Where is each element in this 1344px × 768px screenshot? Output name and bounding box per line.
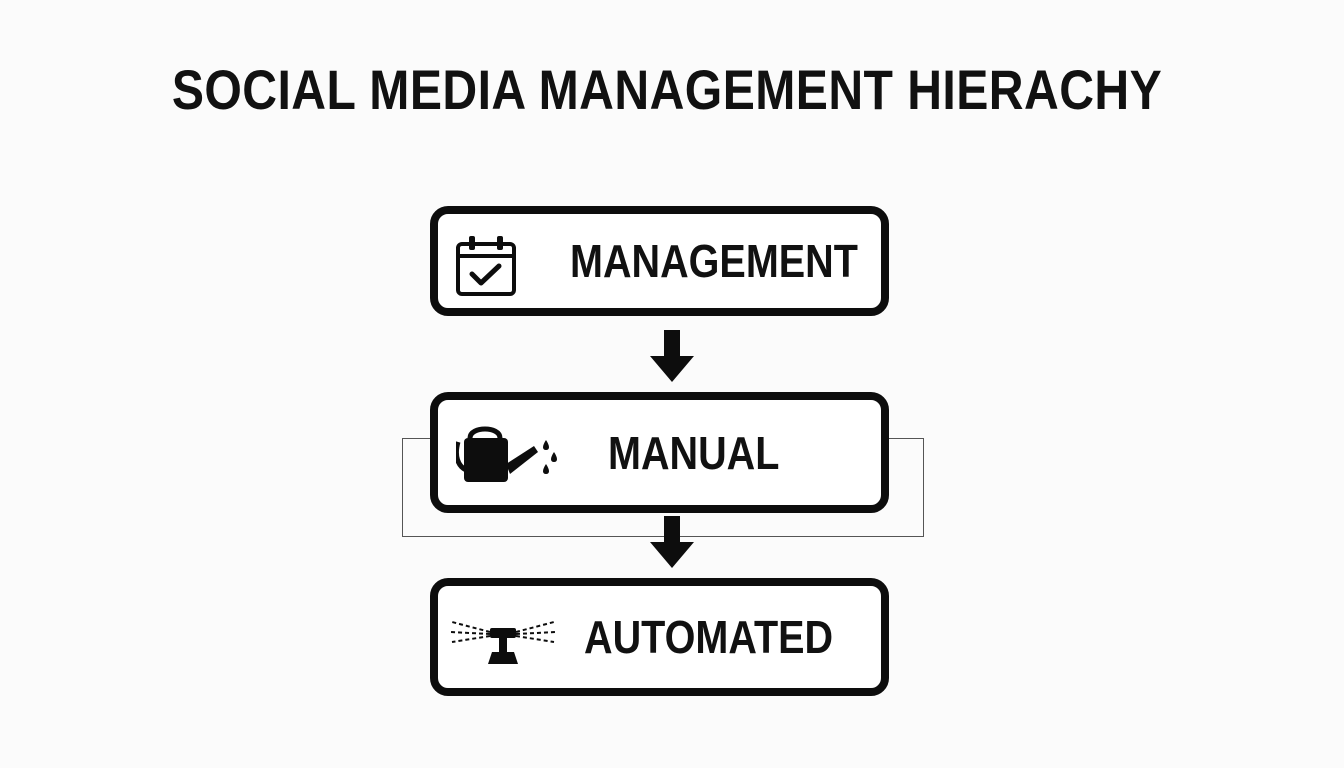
- level-label-management: MANAGEMENT: [570, 235, 858, 287]
- arrow-down-icon: [650, 516, 694, 568]
- level-box-manual: MANUAL: [430, 392, 889, 513]
- level-box-automated: AUTOMATED: [430, 578, 889, 696]
- calendar-check-icon: [456, 236, 516, 296]
- sprinkler-icon: [449, 621, 557, 664]
- arrow-down-icon: [650, 330, 694, 382]
- level-label-manual: MANUAL: [608, 427, 780, 479]
- level-box-management: MANAGEMENT: [430, 206, 889, 316]
- diagram-title: SOCIAL MEDIA MANAGEMENT HIERACHY: [171, 58, 1163, 121]
- level-label-automated: AUTOMATED: [584, 611, 834, 663]
- watering-can-icon: [456, 426, 557, 482]
